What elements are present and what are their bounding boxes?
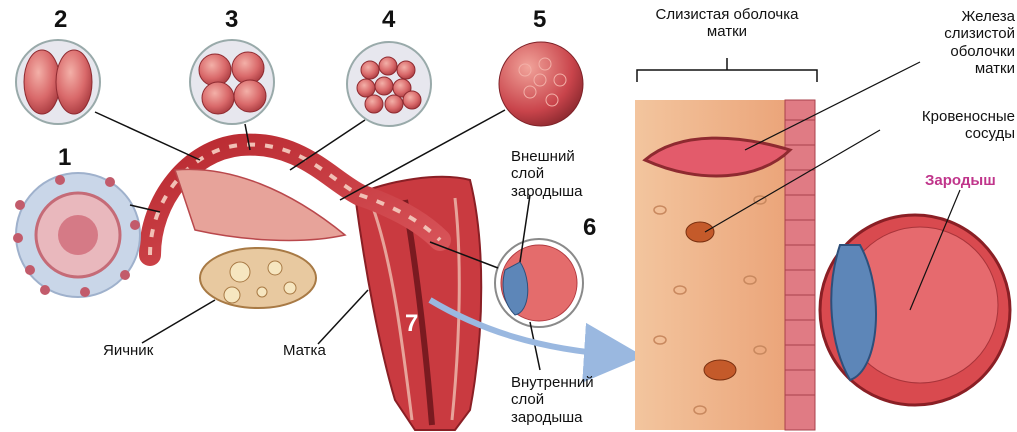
label-uterus: Матка bbox=[283, 342, 326, 359]
stage-number-2: 2 bbox=[54, 8, 67, 32]
stage-4-cell bbox=[347, 42, 431, 126]
label-mucosa: Слизистая оболочка матки bbox=[637, 6, 817, 41]
label-vessels: Кровеносные сосуды bbox=[880, 108, 1015, 143]
stage-number-7: 7 bbox=[405, 312, 418, 336]
stage-number-1: 1 bbox=[58, 146, 71, 170]
stage-1-egg bbox=[13, 173, 140, 297]
label-inner-layer: Внутренний слой зародыша bbox=[511, 374, 594, 426]
stage-number-4: 4 bbox=[382, 8, 395, 32]
stage-6-cell bbox=[495, 239, 583, 327]
label-glands: Железа слизистой оболочки матки bbox=[900, 8, 1015, 77]
stage-5-cell bbox=[499, 42, 583, 126]
stage-2-cell bbox=[16, 40, 100, 124]
stage-number-5: 5 bbox=[533, 8, 546, 32]
ovary-shape bbox=[200, 248, 316, 308]
stage-3-cell bbox=[190, 40, 274, 124]
label-ovary: Яичник bbox=[103, 342, 153, 359]
endometrium-panel bbox=[635, 100, 815, 430]
label-outer-layer: Внешний слой зародыша bbox=[511, 148, 582, 200]
embryo-shape bbox=[820, 215, 1010, 405]
stage-number-6: 6 bbox=[583, 216, 596, 240]
stage-number-3: 3 bbox=[225, 8, 238, 32]
mucosa-bracket bbox=[637, 58, 817, 82]
label-embryo: Зародыш bbox=[925, 172, 996, 189]
